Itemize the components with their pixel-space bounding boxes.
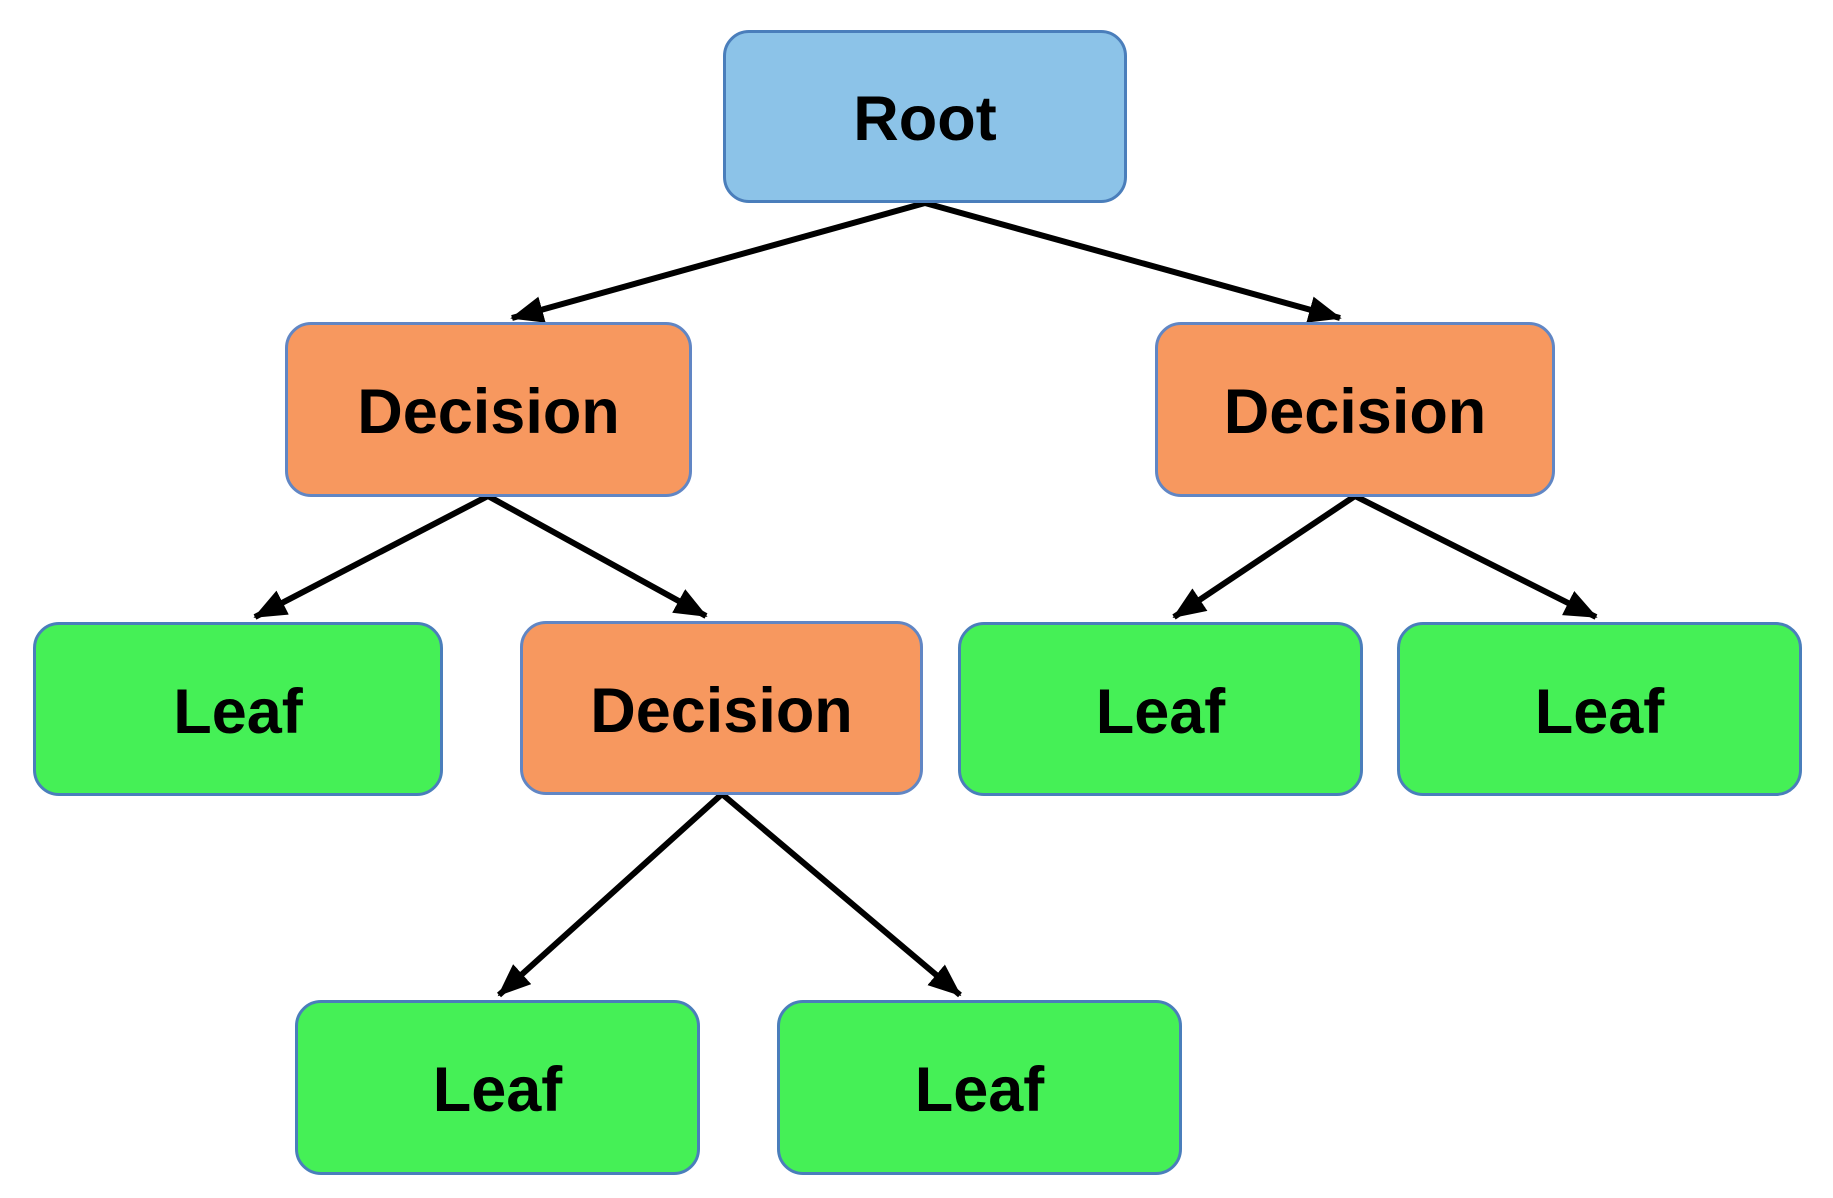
node-decision-right-label: Decision [1223,377,1487,447]
node-leaf-4: Leaf [295,1000,700,1175]
node-leaf-5-label: Leaf [914,1055,1045,1125]
node-decision-right: Decision [1155,322,1555,497]
node-leaf-2-label: Leaf [1095,676,1226,747]
node-leaf-3: Leaf [1397,622,1802,796]
node-decision-mid-label: Decision [590,675,853,746]
edge-decision-mid-to-leaf-4 [496,791,725,998]
node-root: Root [723,30,1127,203]
node-leaf-4-label: Leaf [432,1055,563,1125]
node-leaf-3-label: Leaf [1534,676,1665,747]
edge-root-to-decision-right [924,200,1342,323]
node-leaf-2: Leaf [958,622,1363,796]
edge-decision-right-to-leaf-3 [1353,493,1598,620]
edge-root-to-decision-left [510,200,926,323]
node-leaf-1-label: Leaf [173,676,303,747]
node-decision-left: Decision [285,322,692,497]
edge-decision-right-to-leaf-2 [1172,493,1357,620]
edge-decision-mid-to-leaf-5 [720,791,962,998]
node-decision-left-label: Decision [357,377,620,447]
node-root-label: Root [853,84,997,154]
edge-decision-left-to-decision-mid [486,493,708,619]
node-decision-mid: Decision [520,621,923,795]
node-leaf-5: Leaf [777,1000,1182,1175]
node-leaf-1: Leaf [33,622,443,796]
edge-decision-left-to-leaf-1 [253,493,490,620]
